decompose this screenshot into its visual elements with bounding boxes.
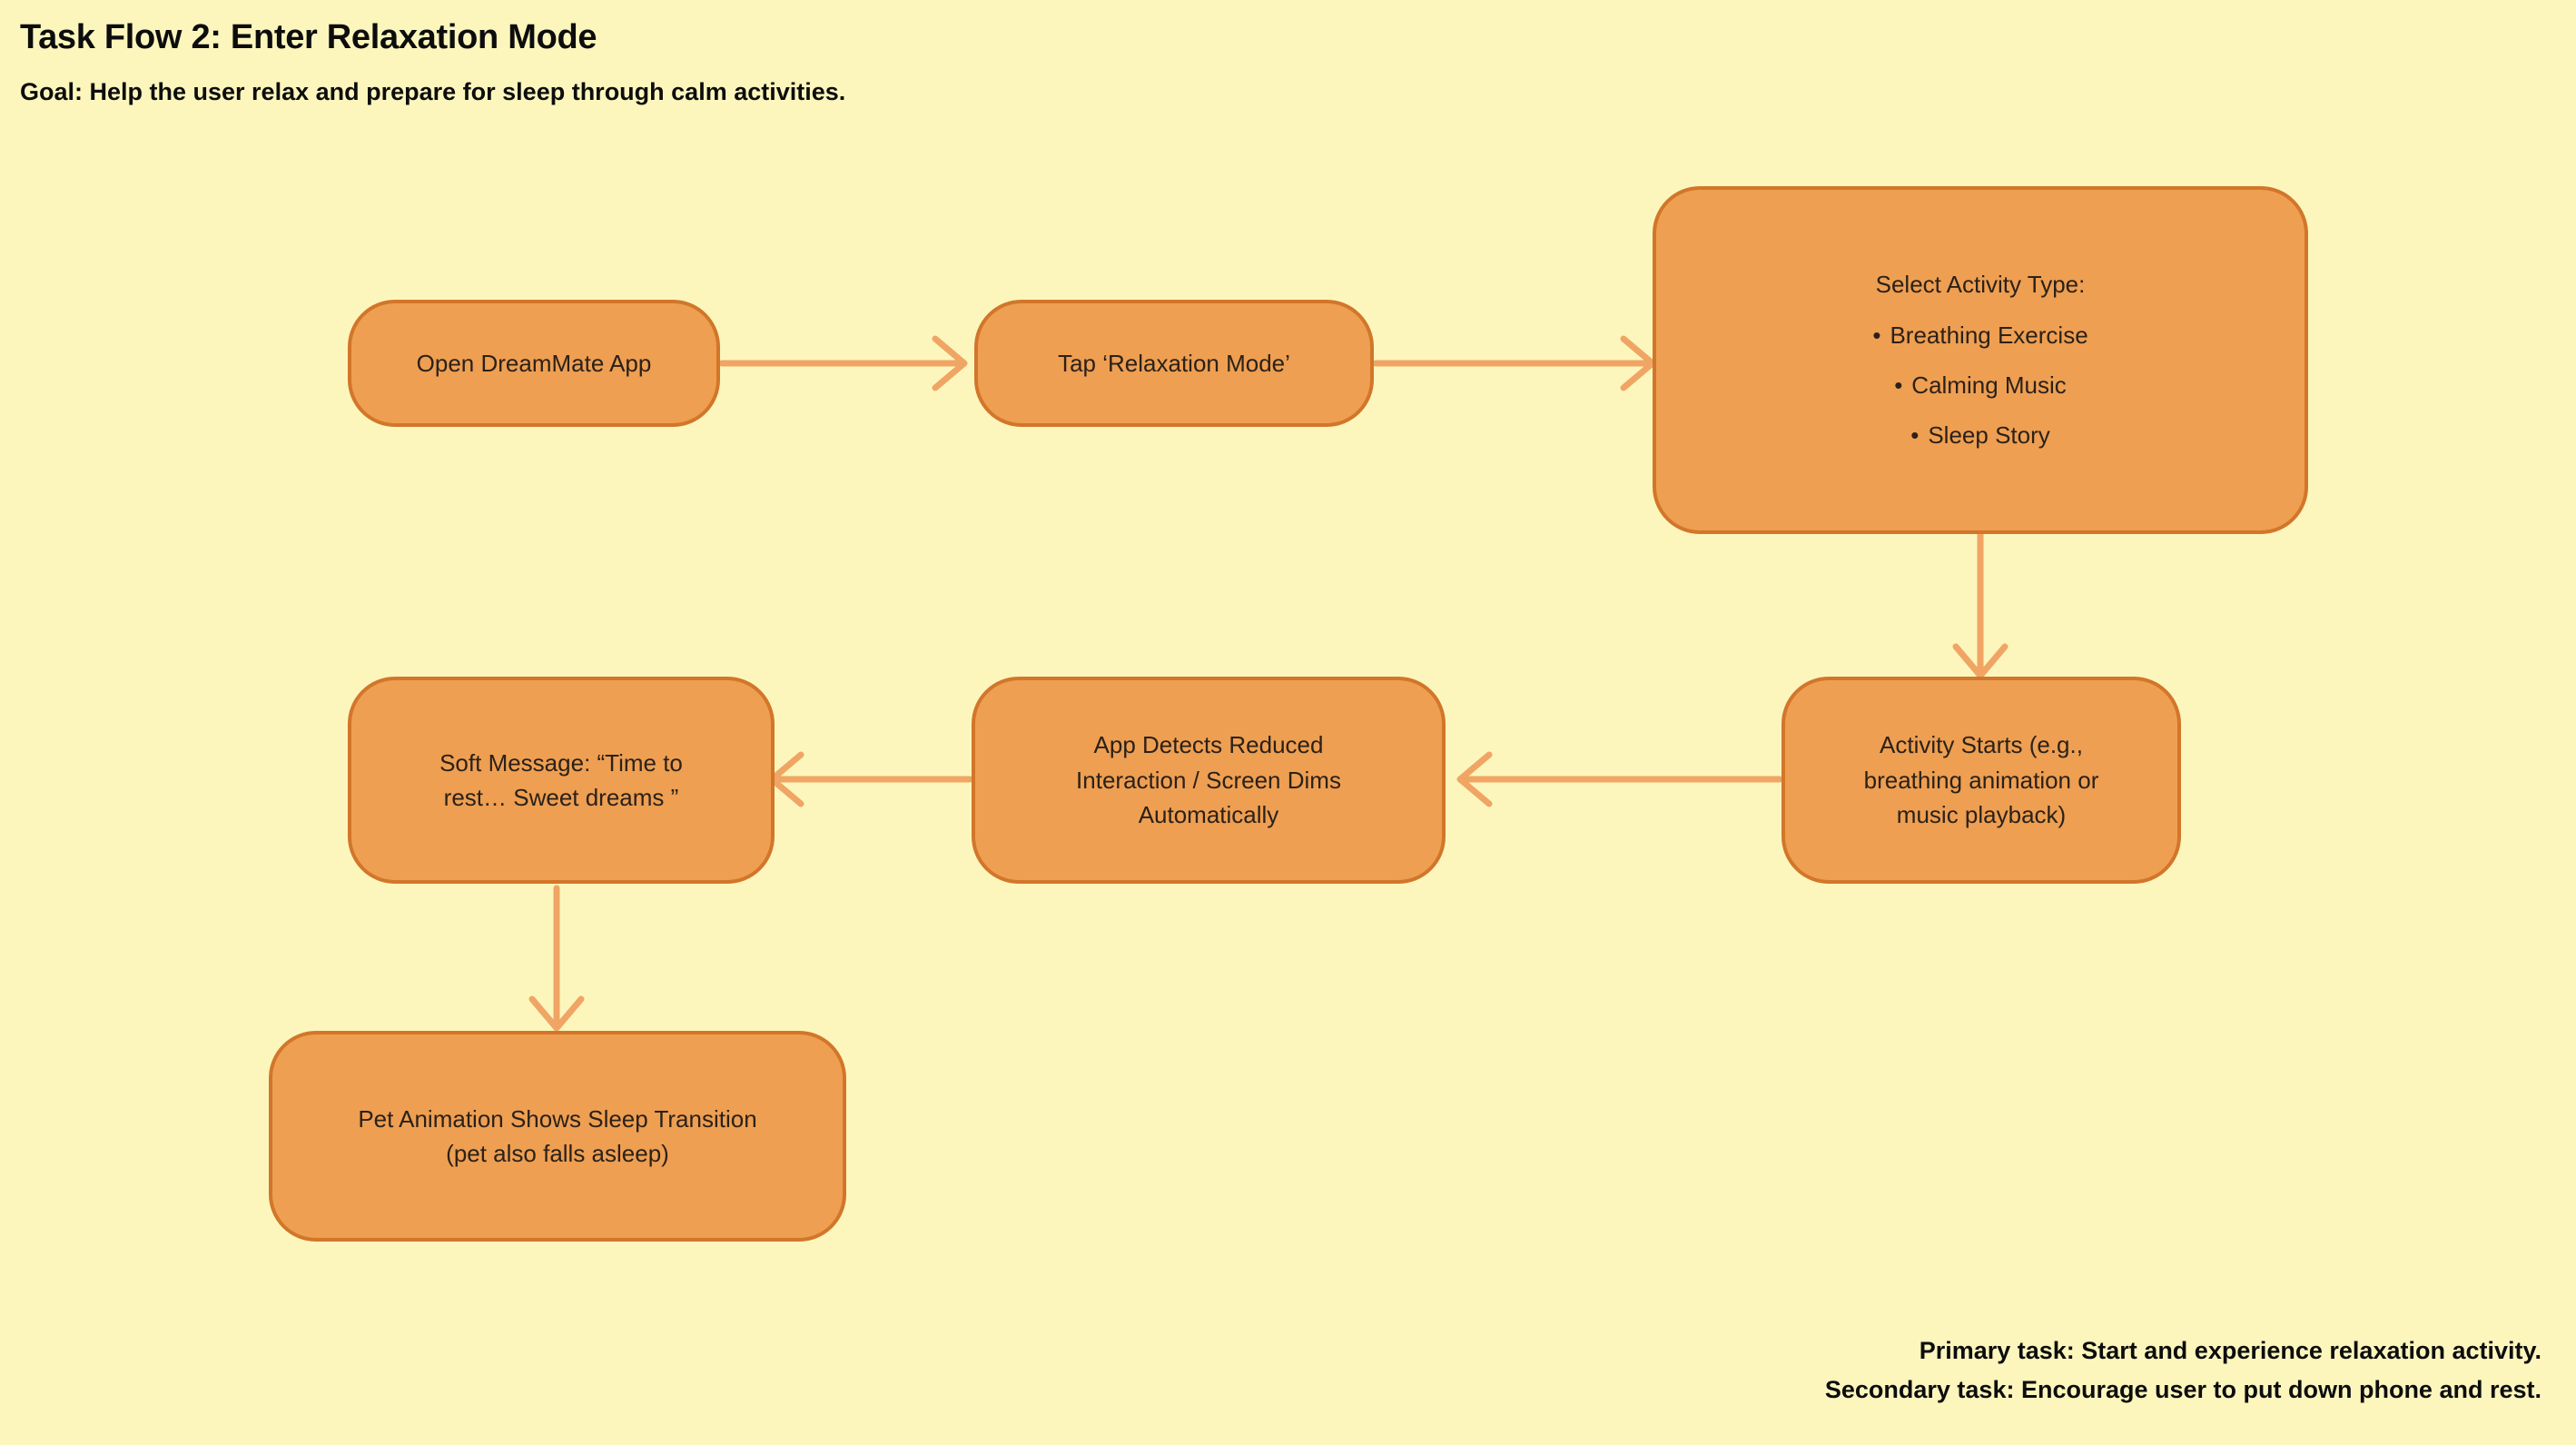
activity-option-sleep-story[interactable]: • Sleep Story: [1680, 418, 2281, 452]
activity-option-calming-music[interactable]: • Calming Music: [1680, 368, 2281, 402]
diagram-header: Task Flow 2: Enter Relaxation Mode Goal:…: [20, 18, 2199, 106]
activity-option-calming-music-label: Calming Music: [1911, 371, 2067, 399]
arrow-activity-starts-to-app-detects: [1456, 751, 1783, 807]
primary-task-text: Primary task: Start and experience relax…: [1919, 1336, 2541, 1364]
secondary-task-text: Secondary task: Encourage user to put do…: [1824, 1376, 2541, 1404]
flow-node-open-app[interactable]: Open DreamMate App: [348, 300, 720, 427]
goal-statement: Goal: Help the user relax and prepare fo…: [20, 77, 846, 105]
flow-node-select-activity[interactable]: Select Activity Type: • Breathing Exercis…: [1653, 186, 2308, 534]
arrow-tap-relaxation-to-select-activity: [1372, 335, 1656, 391]
flow-node-open-app-label: Open DreamMate App: [416, 349, 652, 377]
page-title: Task Flow 2: Enter Relaxation Mode: [20, 18, 597, 56]
flow-node-soft-message[interactable]: Soft Message: “Time to rest… Sweet dream…: [348, 677, 775, 884]
flow-node-app-detects[interactable]: App Detects Reduced Interaction / Screen…: [972, 677, 1446, 884]
activity-type-list: Select Activity Type: • Breathing Exercis…: [1680, 267, 2281, 453]
arrow-soft-message-to-pet-animation: [528, 885, 585, 1032]
flow-node-soft-message-label: Soft Message: “Time to rest… Sweet dream…: [439, 748, 683, 811]
flow-node-pet-animation-label: Pet Animation Shows Sleep Transition (pe…: [358, 1104, 757, 1167]
arrow-open-app-to-tap-relaxation: [718, 335, 968, 391]
bullet-icon: •: [1872, 321, 1881, 349]
flow-node-tap-relaxation[interactable]: Tap ‘Relaxation Mode’: [974, 300, 1374, 427]
arrow-app-detects-to-soft-message: [768, 751, 973, 807]
flow-node-pet-animation[interactable]: Pet Animation Shows Sleep Transition (pe…: [269, 1031, 846, 1242]
bullet-icon: •: [1894, 371, 1903, 399]
flow-node-activity-starts[interactable]: Activity Starts (e.g., breathing animati…: [1781, 677, 2181, 884]
activity-option-breathing-exercise[interactable]: • Breathing Exercise: [1680, 318, 2281, 352]
flow-node-activity-starts-label: Activity Starts (e.g., breathing animati…: [1863, 731, 2099, 829]
flow-node-tap-relaxation-label: Tap ‘Relaxation Mode’: [1058, 349, 1290, 377]
flow-node-app-detects-label: App Detects Reduced Interaction / Screen…: [1076, 731, 1341, 829]
arrow-select-activity-to-activity-starts: [1952, 530, 2008, 679]
activity-option-sleep-story-label: Sleep Story: [1928, 421, 2050, 450]
bullet-icon: •: [1910, 421, 1920, 450]
task-summary: Primary task: Start and experience relax…: [1825, 1331, 2541, 1410]
activity-option-breathing-exercise-label: Breathing Exercise: [1890, 321, 2088, 349]
activity-type-heading: Select Activity Type:: [1875, 271, 2086, 299]
